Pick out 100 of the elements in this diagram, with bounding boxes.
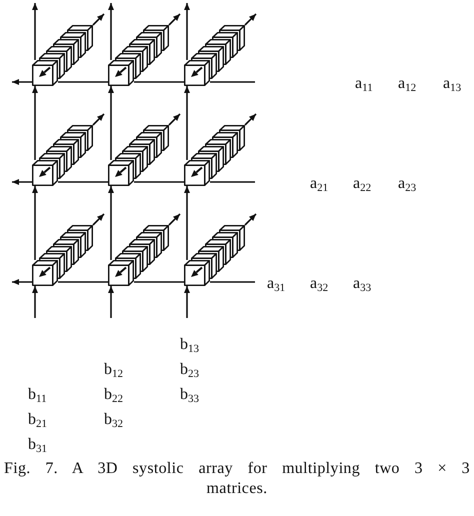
connector-line <box>58 81 108 83</box>
matrix-element: a$_{23}$ <box>398 175 416 193</box>
cube <box>191 253 217 279</box>
cube <box>115 153 141 179</box>
cube <box>129 239 155 265</box>
connector-line <box>58 281 108 283</box>
cube <box>191 153 217 179</box>
arrow <box>108 286 114 318</box>
cube <box>67 125 93 151</box>
arrow <box>92 113 105 126</box>
arrow <box>32 3 38 60</box>
connector-line <box>58 181 108 183</box>
matrix-element: a$_{33}$ <box>353 275 372 293</box>
matrix-element: a$_{21}$ <box>310 175 328 193</box>
cube <box>115 253 141 279</box>
connector-line <box>134 281 184 283</box>
cube <box>122 146 148 172</box>
matrix-element: a$_{31}$ <box>267 275 286 293</box>
arrow <box>244 213 257 226</box>
cube <box>39 153 65 179</box>
cube <box>191 53 217 79</box>
connector-line <box>210 181 255 183</box>
matrix-element: b$_{23}$ <box>180 361 199 379</box>
cube <box>198 46 224 72</box>
cube <box>205 139 231 165</box>
cube <box>39 53 65 79</box>
arrow <box>12 179 32 185</box>
connector-line <box>134 81 184 83</box>
cube <box>67 25 93 51</box>
cube <box>136 232 162 258</box>
matrix-element: b$_{12}$ <box>104 361 123 379</box>
matrix-element: a$_{11}$ <box>355 75 373 93</box>
cube <box>212 132 238 158</box>
cube <box>32 160 58 186</box>
cube <box>122 46 148 72</box>
matrix-element: b$_{33}$ <box>180 386 199 404</box>
cube <box>143 225 169 251</box>
cube <box>219 125 245 151</box>
cube <box>60 132 86 158</box>
arrow <box>244 113 257 126</box>
cube <box>198 146 224 172</box>
arrow <box>32 286 38 318</box>
arrow <box>184 86 190 160</box>
cube <box>46 46 72 72</box>
cube <box>136 132 162 158</box>
arrow <box>12 279 32 285</box>
cube <box>108 160 134 186</box>
cube <box>53 139 79 165</box>
cube <box>53 239 79 265</box>
cube <box>205 239 231 265</box>
arrow <box>32 186 38 260</box>
cube <box>129 39 155 65</box>
arrow <box>108 186 114 260</box>
arrow <box>244 13 257 26</box>
cube <box>60 232 86 258</box>
connector-line <box>134 181 184 183</box>
arrow <box>168 13 181 26</box>
matrix-element: b$_{22}$ <box>104 386 123 404</box>
arrow <box>108 86 114 160</box>
cube <box>219 225 245 251</box>
connector-line <box>210 81 255 83</box>
cube <box>205 39 231 65</box>
cube <box>53 39 79 65</box>
matrix-element: b$_{11}$ <box>28 386 47 404</box>
cube <box>46 246 72 272</box>
arrow <box>108 3 114 60</box>
cube <box>60 32 86 58</box>
matrix-element: a$_{32}$ <box>310 275 328 293</box>
matrix-element: b$_{31}$ <box>28 436 47 454</box>
cube <box>212 232 238 258</box>
cube <box>219 25 245 51</box>
arrow <box>92 213 105 226</box>
arrow <box>168 213 181 226</box>
matrix-element: a$_{22}$ <box>353 175 372 193</box>
cube <box>122 246 148 272</box>
cube <box>129 139 155 165</box>
cube <box>32 260 58 286</box>
arrow <box>168 113 181 126</box>
cube <box>115 53 141 79</box>
matrix-element: b$_{13}$ <box>180 336 199 354</box>
cube <box>46 146 72 172</box>
cube <box>39 253 65 279</box>
cube <box>108 60 134 86</box>
cube <box>198 246 224 272</box>
cube <box>32 60 58 86</box>
arrow <box>184 186 190 260</box>
cube <box>108 260 134 286</box>
arrow <box>12 79 32 85</box>
arrow <box>184 3 190 60</box>
arrow <box>92 13 105 26</box>
cube <box>184 260 210 286</box>
arrow <box>184 286 190 318</box>
cube <box>212 32 238 58</box>
matrix-element: b$_{21}$ <box>28 411 47 429</box>
arrow <box>32 86 38 160</box>
cube <box>184 160 210 186</box>
figure-caption: Fig. 7. A 3D systolic array for multiplying two 3 × 3 matrices. <box>4 459 470 499</box>
cube <box>143 125 169 151</box>
cube <box>136 32 162 58</box>
cube <box>184 60 210 86</box>
